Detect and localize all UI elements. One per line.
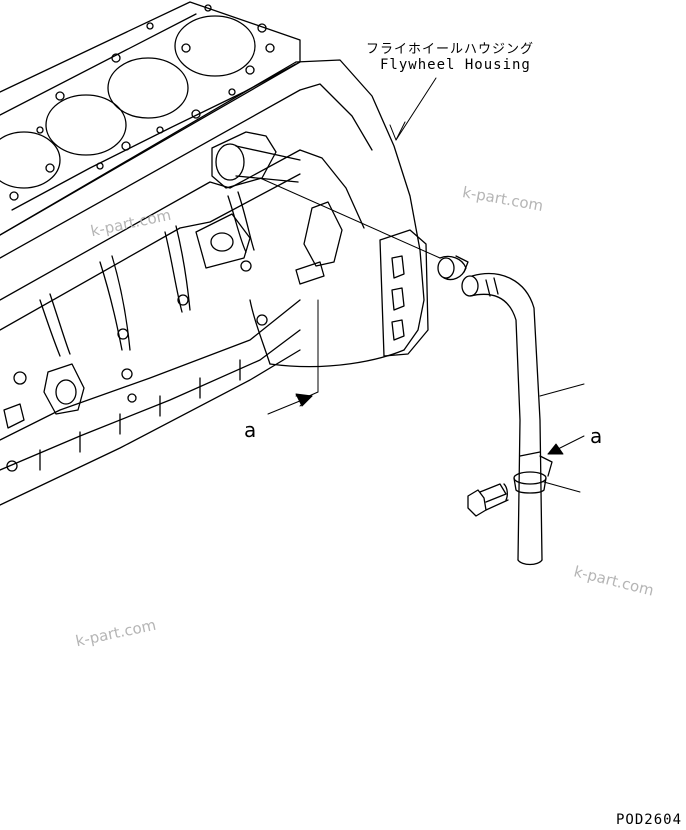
flywheel-housing-label-en: Flywheel Housing: [380, 57, 531, 73]
leader-lines: [259, 77, 585, 493]
hose-clamp: [437, 255, 469, 281]
deck-bolt-holes: [9, 4, 275, 201]
tube-clamp: [513, 451, 553, 494]
callout-arrow-left: [267, 393, 313, 415]
flywheel-housing-label-jp: フライホイールハウジング: [366, 42, 535, 57]
callout-a-left: a: [244, 418, 257, 442]
dipstick-guide-tube: [461, 272, 543, 566]
cylinder-bores: [0, 15, 256, 189]
flywheel-housing: [211, 59, 429, 368]
bolt: [467, 483, 509, 517]
callout-a-right: a: [590, 424, 603, 448]
engine-block-side: [0, 61, 301, 506]
engine-block-top-deck: [0, 1, 301, 236]
figure-code: POD2604: [616, 812, 683, 828]
callout-arrow-right: [547, 435, 585, 455]
